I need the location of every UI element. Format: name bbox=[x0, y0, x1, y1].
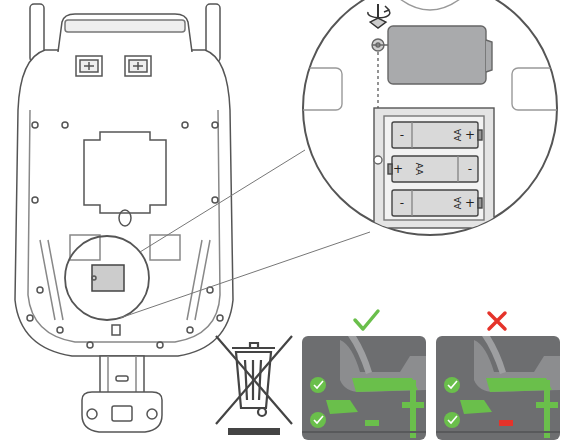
battery-marking: AA bbox=[454, 129, 463, 142]
battery-marking: AA bbox=[414, 163, 423, 176]
battery-marking: + bbox=[393, 163, 403, 175]
battery-marking: + bbox=[465, 197, 475, 209]
battery-marking: - bbox=[400, 197, 404, 209]
battery-marking: AA bbox=[454, 197, 463, 210]
battery-marking: - bbox=[468, 163, 472, 175]
battery-marking: - bbox=[400, 129, 404, 141]
battery-marking: + bbox=[465, 129, 475, 141]
